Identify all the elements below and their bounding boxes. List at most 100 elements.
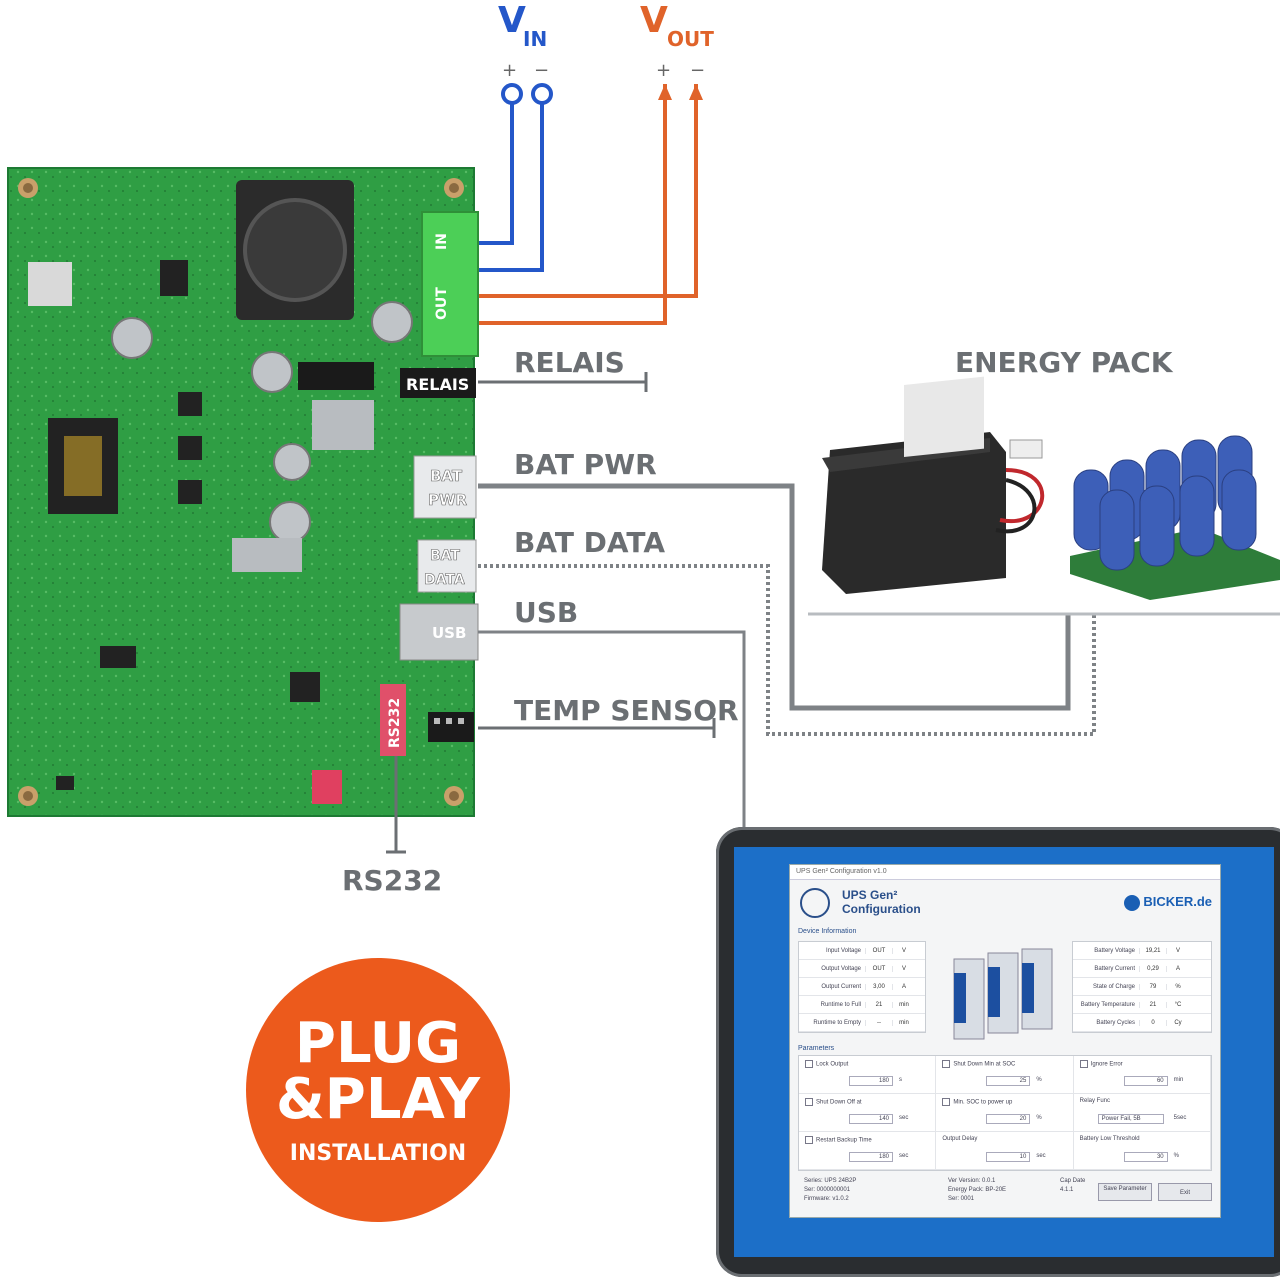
svg-text:BAT: BAT	[430, 467, 463, 485]
relais-connector: RELAIS	[400, 368, 476, 398]
svg-text:&PLAY: &PLAY	[276, 1067, 482, 1132]
param-input[interactable]: 180	[849, 1076, 893, 1086]
in-out-terminal: IN OUT	[421, 211, 479, 357]
svg-text:USB: USB	[432, 624, 466, 642]
param-input[interactable]: 60	[1123, 1076, 1168, 1086]
device-info-heading: Device Information	[798, 928, 857, 935]
param-input[interactable]: 25	[986, 1076, 1031, 1086]
brand-logo: BICKER.de	[1124, 894, 1212, 911]
rs232-label: RS232	[342, 864, 442, 897]
param-input[interactable]: 140	[849, 1114, 893, 1124]
svg-text:PLUG: PLUG	[295, 1011, 461, 1076]
svg-text:+: +	[656, 60, 671, 81]
app-header: UPS Gen² Configuration BICKER.de	[790, 880, 1220, 926]
tablet-screen: UPS Gen² Configuration v1.0 UPS Gen² Con…	[734, 847, 1274, 1257]
param-checkbox[interactable]	[1079, 1060, 1088, 1068]
temp-sensor-label: TEMP SENSOR	[514, 694, 739, 727]
vout-label: V OUT + −	[640, 0, 714, 81]
footer-pack-info: Ver Version: 0.0.1 Energy Pack: BP-20E S…	[948, 1178, 1007, 1202]
config-app-window: UPS Gen² Configuration v1.0 UPS Gen² Con…	[790, 865, 1220, 1217]
svg-text:V: V	[640, 0, 668, 41]
param-checkbox[interactable]	[942, 1098, 951, 1106]
svg-text:IN: IN	[434, 233, 450, 250]
bat-pwr-connector: BAT PWR	[413, 455, 477, 519]
svg-text:OUT: OUT	[667, 27, 714, 51]
svg-text:−: −	[534, 60, 549, 81]
param-checkbox[interactable]	[805, 1060, 813, 1068]
footer-device-info: Series: UPS 24B2P Ser: 0000000001 Firmwa…	[804, 1178, 857, 1202]
bat-pwr-line	[478, 483, 1071, 711]
battery-pack-image	[822, 376, 1045, 594]
supercap-pack-image	[1070, 435, 1280, 600]
svg-text:IN: IN	[523, 27, 547, 51]
svg-text:OUT: OUT	[434, 287, 450, 320]
pcb-board: IN OUT RELAIS BAT PWR BAT DATA USB RS232	[7, 167, 479, 817]
ups-logo-icon	[800, 888, 830, 918]
rs232-connector: RS232	[380, 684, 406, 756]
relais-label: RELAIS	[514, 346, 625, 379]
usb-line	[478, 630, 746, 828]
parameters-heading: Parameters	[798, 1045, 835, 1052]
plug-and-play-badge: PLUG &PLAY INSTALLATION	[246, 958, 510, 1222]
app-footer: Series: UPS 24B2P Ser: 0000000001 Firmwa…	[798, 1175, 1212, 1211]
ups-device-image	[953, 948, 1053, 1040]
footer-date-info: Cap Date 4.1.1	[1060, 1178, 1086, 1193]
svg-text:DATA: DATA	[424, 572, 465, 588]
energy-pack-label: ENERGY PACK	[955, 346, 1174, 379]
svg-text:RELAIS: RELAIS	[406, 375, 469, 394]
svg-text:INSTALLATION: INSTALLATION	[290, 1141, 466, 1166]
svg-text:−: −	[690, 60, 705, 81]
param-input[interactable]: 20	[986, 1114, 1031, 1124]
exit-button[interactable]: Exit	[1158, 1183, 1212, 1201]
bat-data-label: BAT DATA	[514, 526, 665, 559]
vin-label: V IN + −	[498, 0, 549, 81]
param-input[interactable]: 180	[849, 1152, 893, 1162]
rs232-line	[386, 756, 406, 854]
param-checkbox[interactable]	[805, 1136, 813, 1144]
temp-sensor-connector	[428, 712, 474, 742]
param-input[interactable]: 10	[986, 1152, 1031, 1162]
relay-func-select[interactable]: Power Fail, 5B	[1097, 1114, 1164, 1124]
param-checkbox[interactable]	[942, 1060, 951, 1068]
svg-text:PWR: PWR	[428, 491, 468, 509]
svg-text:+: +	[502, 60, 517, 81]
usb-connector: USB	[399, 603, 479, 661]
vout-wires	[478, 84, 703, 325]
bat-data-line	[478, 564, 1096, 736]
svg-text:RS232: RS232	[387, 698, 403, 748]
relais-line	[478, 372, 648, 392]
vin-wires	[478, 83, 553, 272]
temp-sensor-line	[478, 718, 716, 738]
svg-text:V: V	[498, 0, 526, 41]
save-parameter-button[interactable]: Save Parameter	[1098, 1183, 1152, 1201]
bat-data-connector: BAT DATA	[417, 539, 477, 593]
app-titlebar: UPS Gen² Configuration v1.0	[790, 865, 1220, 880]
param-input[interactable]: 30	[1123, 1152, 1168, 1162]
usb-label: USB	[514, 596, 578, 629]
param-checkbox[interactable]	[805, 1098, 813, 1106]
bat-pwr-label: BAT PWR	[514, 448, 657, 481]
tablet-device: UPS Gen² Configuration v1.0 UPS Gen² Con…	[716, 827, 1280, 1277]
